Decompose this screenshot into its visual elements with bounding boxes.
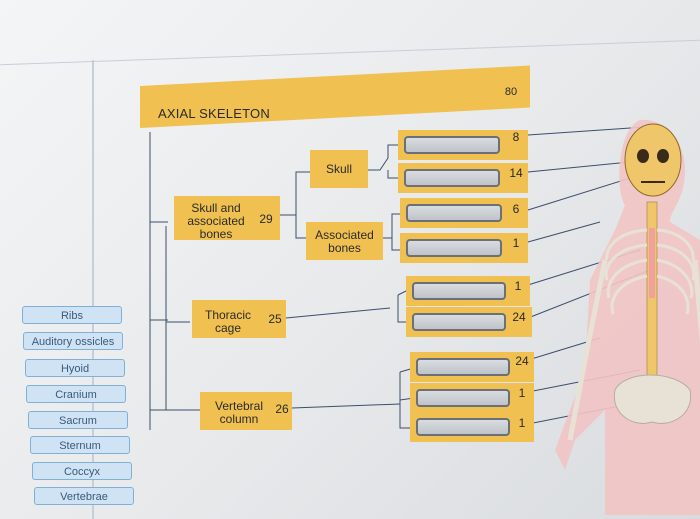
word-bank-item-vertebrae[interactable]: Vertebrae xyxy=(34,487,134,505)
group-count-skull-and-associated: 29 xyxy=(259,212,273,226)
answer-slot-4[interactable] xyxy=(406,239,502,257)
answer-slot-1[interactable] xyxy=(404,136,500,154)
slot-count-5: 1 xyxy=(514,279,522,293)
panel-border-left xyxy=(92,60,94,519)
subgroup-label-associated-bones: Associated bones xyxy=(315,228,374,255)
slot-count-8: 1 xyxy=(518,386,526,400)
slot-count-7: 24 xyxy=(515,354,529,368)
total-count: 80 xyxy=(498,82,524,102)
word-bank-item-hyoid[interactable]: Hyoid xyxy=(25,359,125,377)
group-label-thoracic-cage: Thoracic cage xyxy=(204,308,251,335)
slot-count-2: 14 xyxy=(509,166,523,180)
subgroup-box-skull xyxy=(310,150,368,188)
word-bank-item-auditory-ossicles[interactable]: Auditory ossicles xyxy=(23,332,123,350)
pelvis-shape xyxy=(613,374,692,424)
answer-slot-2[interactable] xyxy=(404,169,500,187)
word-bank-item-cranium[interactable]: Cranium xyxy=(26,385,126,403)
word-bank-item-sternum[interactable]: Sternum xyxy=(30,436,130,454)
word-bank-item-ribs[interactable]: Ribs xyxy=(22,306,122,324)
answer-slot-6[interactable] xyxy=(412,313,506,331)
slot-count-4: 1 xyxy=(512,236,520,250)
group-label-skull-and-associated: Skull and associated bones xyxy=(187,201,245,241)
skeleton-illustration xyxy=(555,119,700,515)
answer-slot-8[interactable] xyxy=(416,389,510,407)
group-count-vertebral-column: 26 xyxy=(275,402,289,416)
subgroup-box-associated-bones xyxy=(306,222,383,260)
group-box-skull-and-associated xyxy=(174,196,280,240)
answer-slot-9[interactable] xyxy=(416,418,510,436)
slot-count-6: 24 xyxy=(512,310,526,324)
group-box-vertebral-column xyxy=(200,392,292,430)
answer-slot-5[interactable] xyxy=(412,282,506,300)
group-box-thoracic-cage xyxy=(192,300,286,338)
word-bank-item-coccyx[interactable]: Coccyx xyxy=(32,462,132,480)
diagram-title: AXIAL SKELETON xyxy=(158,106,270,121)
answer-slot-3[interactable] xyxy=(406,204,502,222)
slot-count-3: 6 xyxy=(512,202,520,216)
group-label-vertebral-column: Vertebral column xyxy=(214,399,264,426)
subgroup-label-skull: Skull xyxy=(325,162,352,176)
answer-slot-7[interactable] xyxy=(416,358,510,376)
skull-shape xyxy=(624,123,682,197)
slot-count-1: 8 xyxy=(512,130,520,144)
group-count-thoracic-cage: 25 xyxy=(268,312,282,326)
slot-count-9: 1 xyxy=(518,416,526,430)
word-bank-item-sacrum[interactable]: Sacrum xyxy=(28,411,128,429)
